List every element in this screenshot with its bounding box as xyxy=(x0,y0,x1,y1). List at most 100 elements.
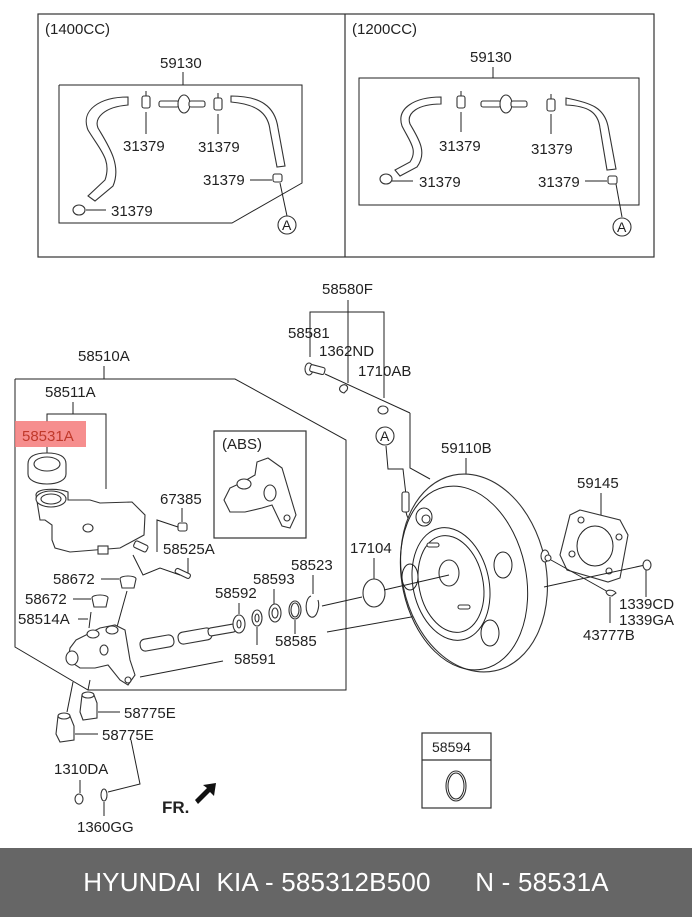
footer-diagram-ref: N - 58531A xyxy=(475,867,609,897)
front-arrow-icon xyxy=(195,783,216,804)
label-67385: 67385 xyxy=(160,491,202,508)
reservoir-seal-icon xyxy=(91,594,109,608)
check-valve-icon xyxy=(158,94,206,114)
part-number-footer: HYUNDAI KIA - 585312B500 N - 58531A xyxy=(0,848,692,917)
label-31379: 31379 xyxy=(111,203,153,220)
label-31379: 31379 xyxy=(419,174,461,191)
label-59130-right: 59130 xyxy=(470,49,512,66)
vacuum-hose-left xyxy=(394,96,442,177)
label-1362ND: 1362ND xyxy=(319,343,374,360)
check-valve-icon xyxy=(480,94,528,114)
hose-fitting-icon xyxy=(304,362,326,376)
inset-1200cc: (1200CC) 59130 31379 31379 31379 31379 xyxy=(352,21,640,237)
parts-diagram: (1400CC) 59130 31379 31379 31379 313 xyxy=(14,13,674,836)
o-ring-icon xyxy=(362,578,386,608)
hose-clip-icon xyxy=(379,173,393,185)
footer-part-number: HYUNDAI KIA - 585312B500 xyxy=(83,867,431,897)
label-58510A: 58510A xyxy=(78,348,130,365)
clip-icon xyxy=(339,384,349,394)
master-cylinder-group: 58510A 58511A 58531A 67385 58525A xyxy=(14,348,463,836)
master-cylinder-body xyxy=(65,624,136,686)
label-1310DA: 1310DA xyxy=(54,761,108,778)
footer-spacer xyxy=(431,867,476,898)
label-58511A: 58511A xyxy=(45,384,96,401)
label-58531A-highlighted: 58531A xyxy=(22,428,74,445)
booster-hose-connector-group: 58580F 58581 1362ND 1710AB A xyxy=(288,281,431,524)
label-31379: 31379 xyxy=(203,172,245,189)
ref-a-label: A xyxy=(617,219,627,235)
label-1710AB: 1710AB xyxy=(358,363,411,380)
gasket-icon xyxy=(559,509,629,583)
hose-clip-icon xyxy=(141,91,151,109)
brake-fluid-reservoir xyxy=(35,488,149,555)
highlighted-part-label-bg xyxy=(15,421,86,447)
hose-clip-icon xyxy=(546,94,556,112)
abs-label: (ABS) xyxy=(222,436,262,453)
hose-clip-icon xyxy=(456,91,466,109)
ref-a-marker xyxy=(612,217,632,237)
ref-a-marker xyxy=(277,215,297,235)
label-58672: 58672 xyxy=(25,591,67,608)
variant-label-1200cc: (1200CC) xyxy=(352,21,417,38)
label-58775E: 58775E xyxy=(102,727,154,744)
vacuum-hose-end-icon xyxy=(401,491,410,513)
vacuum-hose-right xyxy=(230,95,286,168)
reservoir-seal-icon xyxy=(119,575,137,589)
label-1339GA: 1339GA xyxy=(619,612,674,629)
label-31379: 31379 xyxy=(123,138,165,155)
label-43777B: 43777B xyxy=(583,627,635,644)
booster-gasket-group: 17104 59145 1339CD 1339GA 43777B xyxy=(350,475,674,644)
label-58591: 58591 xyxy=(234,651,276,668)
label-58672: 58672 xyxy=(53,571,95,588)
label-58775E: 58775E xyxy=(124,705,176,722)
o-ring-icon xyxy=(445,770,467,802)
nut-icon xyxy=(642,559,652,571)
label-31379: 31379 xyxy=(198,139,240,156)
inset-1400cc: (1400CC) 59130 31379 31379 31379 313 xyxy=(45,21,303,235)
variant-label-1400cc: (1400CC) xyxy=(45,21,110,38)
washer-icon xyxy=(100,788,108,802)
label-59145: 59145 xyxy=(577,475,619,492)
label-59110B: 59110B xyxy=(441,440,492,457)
label-58581: 58581 xyxy=(288,325,330,342)
ref-a-marker xyxy=(375,426,395,446)
o-ring-icon xyxy=(377,405,389,415)
label-58592: 58592 xyxy=(215,585,257,602)
ref-a-label: A xyxy=(282,217,292,233)
ref-a-label: A xyxy=(380,428,390,444)
label-31379: 31379 xyxy=(531,141,573,158)
vacuum-hose-right xyxy=(565,97,617,171)
tube-nut-icon xyxy=(79,691,98,721)
label-58594: 58594 xyxy=(432,739,471,755)
abs-variant-box: (ABS) xyxy=(213,430,307,539)
label-1360GG: 1360GG xyxy=(77,819,134,836)
seal-kit-box-58594: 58594 xyxy=(421,732,492,809)
snap-ring-icon xyxy=(305,595,320,618)
label-58525A: 58525A xyxy=(163,541,215,558)
vacuum-hose-left xyxy=(85,96,129,202)
hose-clip-icon xyxy=(72,204,86,216)
label-58523: 58523 xyxy=(291,557,333,574)
hose-clip-icon xyxy=(272,173,283,183)
brake-booster: 59110B xyxy=(399,440,552,673)
front-direction-label: FR. xyxy=(162,798,189,817)
label-31379: 31379 xyxy=(538,174,580,191)
pin-icon xyxy=(88,611,92,629)
tube-nut-icon xyxy=(55,712,75,743)
label-59130-left: 59130 xyxy=(160,55,202,72)
label-58585: 58585 xyxy=(275,633,317,650)
engine-variant-insets xyxy=(37,13,655,258)
bolt-icon xyxy=(174,567,191,579)
label-17104: 17104 xyxy=(350,540,392,557)
label-58593: 58593 xyxy=(253,571,295,588)
nut-icon xyxy=(74,793,84,805)
assembly-boundary xyxy=(14,378,347,691)
hose-clip-icon xyxy=(213,93,223,111)
label-1339CD: 1339CD xyxy=(619,596,674,613)
label-58580F: 58580F xyxy=(322,281,373,298)
grommet-icon xyxy=(177,522,188,532)
clevis-pin-icon xyxy=(605,589,617,597)
label-31379: 31379 xyxy=(439,138,481,155)
label-58514A: 58514A xyxy=(18,611,70,628)
hose-clip-icon xyxy=(607,175,618,185)
